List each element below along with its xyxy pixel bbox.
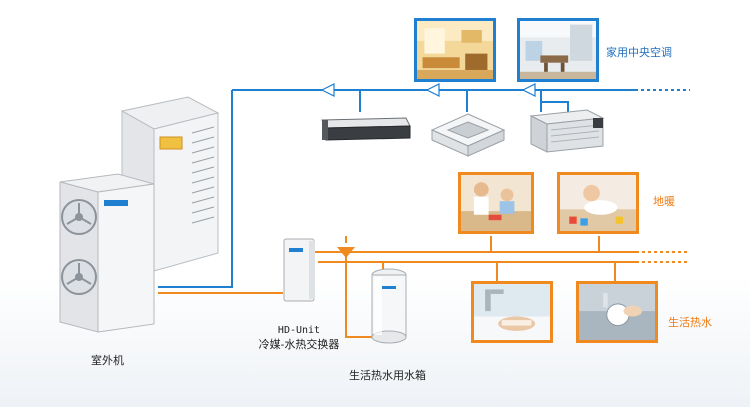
outdoor-unit-label: 室外机 (91, 355, 124, 367)
hd-unit-caption: HD-Unit 冷媒-水热交换器 (254, 324, 344, 352)
water-tank-device (371, 268, 407, 344)
cassette-indoor-unit (430, 113, 506, 157)
fan-icon (61, 259, 97, 295)
hd-unit-label: HD-Unit (277, 325, 321, 336)
outdoor-unit (59, 173, 155, 333)
domestic-hot-water-label: 生活热水 (668, 317, 712, 329)
water-pipes (310, 236, 636, 338)
hot-water-sink-photo (576, 281, 658, 343)
flow-arrow (425, 83, 440, 97)
hd-unit-device (283, 238, 315, 302)
refrigerant-branch-floor-2 (541, 101, 569, 112)
water-dashed (636, 251, 690, 263)
central-ac-label: 家用中央空调 (606, 47, 672, 59)
living-room-photo (414, 18, 496, 82)
refrigerant-main-vertical (158, 90, 233, 288)
floor-heating-photo-2 (557, 172, 639, 234)
flow-arrow (320, 83, 335, 97)
refrigerant-arrows (320, 83, 536, 97)
floor-heating-photo-1 (458, 172, 534, 234)
dining-room-photo (517, 18, 599, 82)
floor-heating-label: 地暖 (653, 196, 675, 208)
floor-indoor-unit (529, 109, 605, 153)
water-tank-label: 生活热水用水箱 (349, 370, 426, 382)
duct-indoor-unit (321, 117, 411, 141)
water-tank-loop (345, 252, 380, 338)
hd-unit-sublabel: 冷媒-水热交换器 (258, 339, 340, 351)
fan-icon (61, 199, 97, 235)
water-arrows (337, 247, 355, 258)
flow-arrow (521, 83, 536, 97)
valve-icon (337, 247, 355, 258)
hot-water-shower-photo (471, 281, 553, 343)
